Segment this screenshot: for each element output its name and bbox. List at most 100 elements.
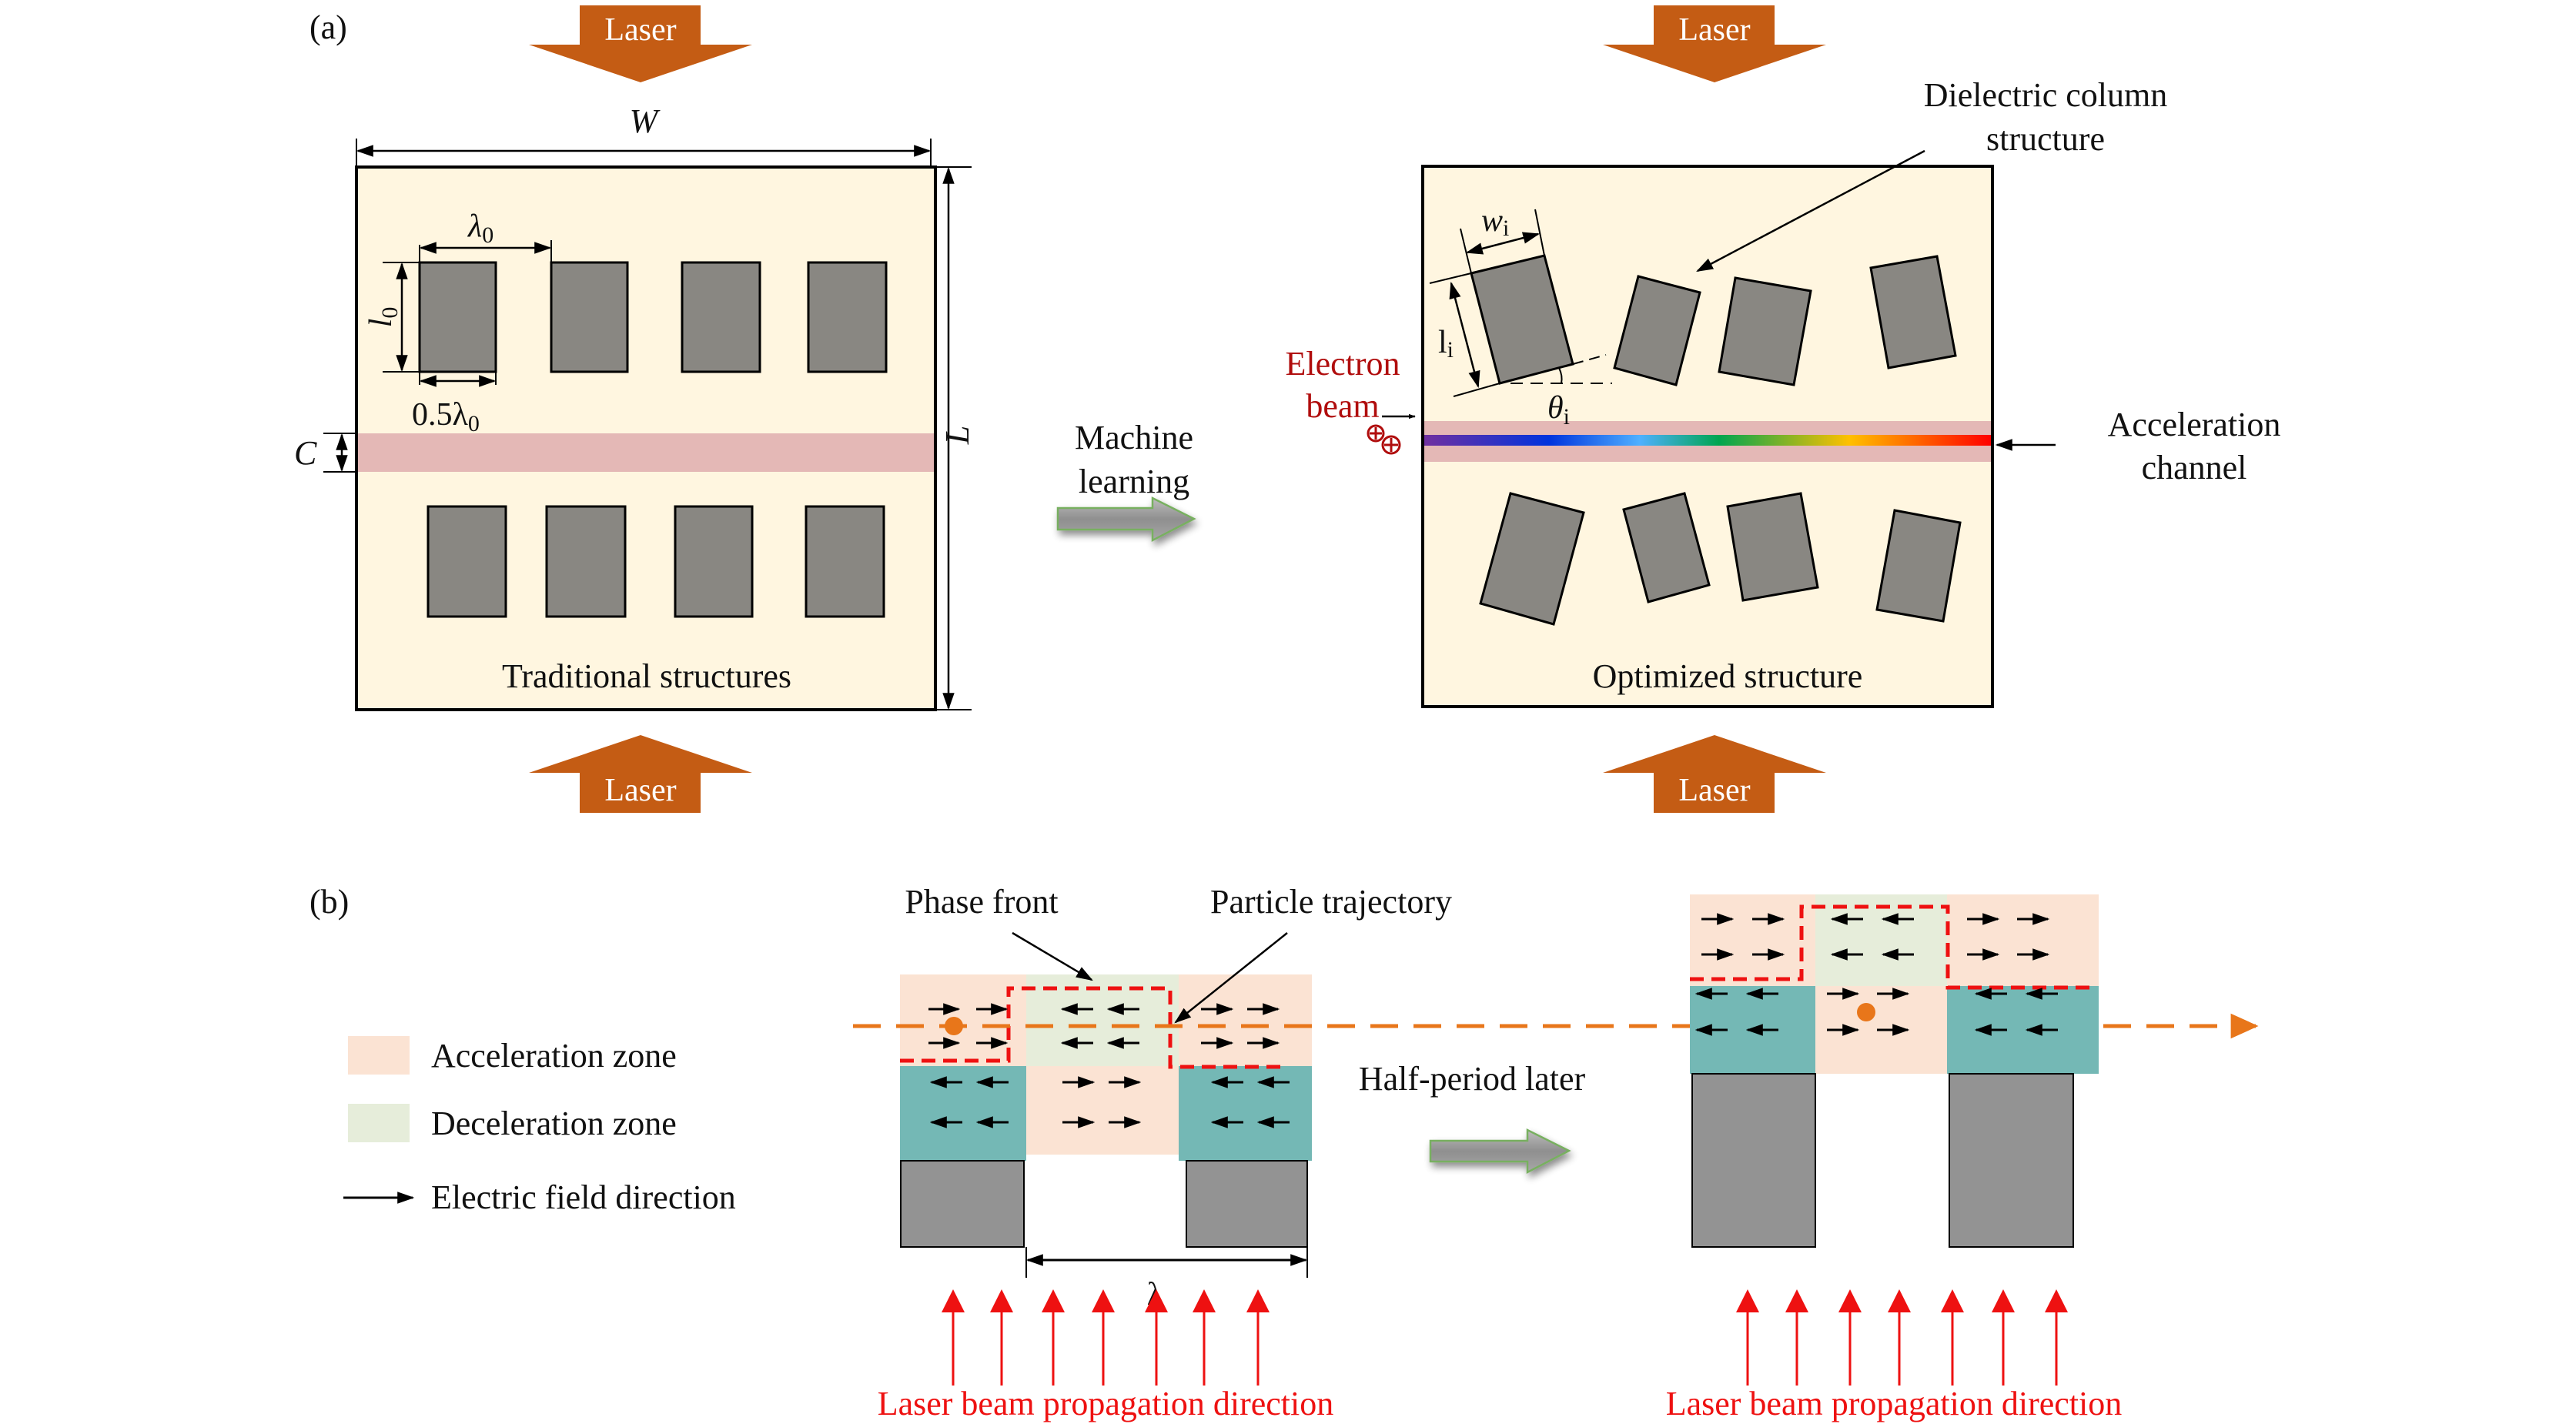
laser-direction-label: Laser beam propagation direction	[878, 1385, 1334, 1422]
columns-top	[418, 261, 888, 373]
dim-li-label: li	[1438, 325, 1454, 363]
columns-bottom	[427, 505, 885, 618]
dim-w-label: W	[630, 102, 661, 140]
legend: Acceleration zone Deceleration zone Elec…	[343, 1036, 736, 1216]
dim-c-label: C	[294, 434, 317, 472]
dielectric-column	[900, 1160, 1025, 1248]
laser-label: Laser	[604, 773, 676, 808]
dielectric-column	[1186, 1160, 1308, 1248]
li-dimension-arrow	[1449, 281, 1480, 389]
acceleration-zone	[900, 974, 1026, 1066]
field-diagram-initial: λ Phase front Particle trajectory Laser …	[878, 883, 1452, 1422]
dielectric-column	[681, 261, 761, 373]
dielectric-column	[545, 505, 627, 618]
dim-theta-label: θi	[1547, 390, 1570, 430]
particle	[1857, 1003, 1875, 1021]
energy-gradient-beam	[1424, 435, 1991, 446]
half-period-arrow-icon	[1429, 1128, 1571, 1175]
dielectric-column	[1718, 276, 1812, 386]
dielectric-column	[418, 261, 497, 373]
laser-direction-label: Laser beam propagation direction	[1666, 1385, 2123, 1422]
laser-arrow-top-right: Laser	[1603, 5, 1826, 82]
phase-front-label: Phase front	[905, 883, 1058, 921]
dielectric-column	[674, 505, 754, 618]
laser-label: Laser	[1678, 12, 1750, 48]
dielectric-label-line1: Dielectric column	[1924, 76, 2167, 114]
acceleration-zone	[1179, 974, 1312, 1066]
electron-particles-icon	[1367, 424, 1401, 455]
dim-l0-label: l0	[363, 307, 403, 328]
laser-direction-arrows	[942, 1289, 1270, 1386]
ml-label-line1: Machine	[1075, 419, 1193, 456]
dielectric-column	[1691, 1073, 1816, 1248]
dielectric-column	[1726, 492, 1819, 602]
electron-beam-label-line2: beam	[1306, 387, 1379, 425]
wi-dimension-arrow	[1465, 232, 1541, 255]
laser-label: Laser	[604, 12, 676, 48]
deceleration-zone	[1815, 894, 1947, 986]
laser-arrow-bottom-right: Laser	[1603, 735, 1826, 813]
theta-arc	[1558, 367, 1563, 384]
legend-swatch-acceleration	[348, 1036, 410, 1075]
panel-b-label: (b)	[309, 883, 349, 921]
ml-label-line2: learning	[1079, 463, 1189, 500]
dim-l-label: L	[938, 426, 976, 445]
laser-arrow-shape	[529, 5, 752, 82]
optimized-caption: Optimized structure	[1593, 657, 1863, 695]
laser-direction-arrows	[1736, 1289, 2068, 1386]
acceleration-zone	[1690, 894, 1815, 986]
teal-zone	[900, 1066, 1026, 1161]
lambda-label: λ	[1147, 1277, 1163, 1312]
dielectric-column	[1869, 255, 1957, 369]
dim-lambda0-label: λ0	[467, 209, 493, 248]
machine-learning-transition: Machine learning	[1056, 419, 1196, 543]
acceleration-zone	[1947, 894, 2099, 986]
li-ext-top	[1429, 272, 1472, 284]
phase-front-dashed	[900, 986, 1288, 1069]
optimized-columns-bottom	[1479, 492, 1962, 626]
field-diagram-half-period: Laser beam propagation direction	[1666, 894, 2123, 1422]
acceleration-zone	[1026, 1066, 1179, 1155]
field-arrows	[1694, 913, 2058, 1036]
half-period-label: Half-period later	[1359, 1060, 1586, 1098]
electron-beam-label-line1: Electron	[1285, 345, 1400, 383]
dielectric-column	[1479, 492, 1585, 626]
acceleration-channel-label-line2: channel	[2142, 449, 2247, 486]
optimized-structure-panel: wi li θi Dielectric column structure Ele…	[1285, 76, 2281, 708]
legend-swatch-deceleration	[348, 1104, 410, 1142]
theta-extension	[1572, 354, 1607, 365]
acceleration-channel	[358, 433, 934, 472]
dielectric-column	[550, 261, 629, 373]
legend-acceleration-label: Acceleration zone	[431, 1037, 677, 1075]
ml-arrow-icon	[1056, 496, 1196, 543]
panel-a-label: (a)	[309, 8, 347, 46]
dim-wi-label: wi	[1481, 203, 1509, 241]
laser-arrow-bottom-left: Laser	[529, 735, 752, 813]
dielectric-label-line2: structure	[1986, 120, 2105, 158]
particle-trajectory-label: Particle trajectory	[1210, 883, 1452, 921]
particle-trajectory-pointer	[1174, 932, 1288, 1024]
dielectric-column	[1622, 492, 1711, 603]
field-arrows	[928, 1003, 1290, 1128]
dielectric-column	[1949, 1073, 2074, 1248]
dielectric-pointer-arrow	[1696, 149, 1925, 272]
traditional-caption: Traditional structures	[502, 657, 791, 695]
laser-label: Laser	[1678, 773, 1750, 808]
dim-half-lambda-label: 0.5λ0	[412, 397, 480, 436]
laser-arrow-shape	[1603, 735, 1826, 813]
traditional-structure-panel: W L λ0 l0 0.5λ0 C Traditional structures	[294, 102, 976, 711]
optimized-columns-top	[1470, 254, 1957, 386]
teal-zone	[1947, 986, 2099, 1074]
phase-front-dashed	[1690, 904, 2093, 990]
dielectric-column	[427, 505, 507, 618]
laser-arrow-shape	[529, 735, 752, 813]
dielectric-column	[1875, 509, 1962, 623]
acceleration-channel-label-line1: Acceleration	[2108, 406, 2281, 443]
dielectric-column	[1613, 275, 1701, 386]
laser-arrow-shape	[1603, 5, 1826, 82]
legend-deceleration-label: Deceleration zone	[431, 1105, 677, 1142]
dielectric-column	[805, 505, 885, 618]
dielectric-column	[807, 261, 888, 373]
legend-field-label: Electric field direction	[431, 1178, 736, 1216]
